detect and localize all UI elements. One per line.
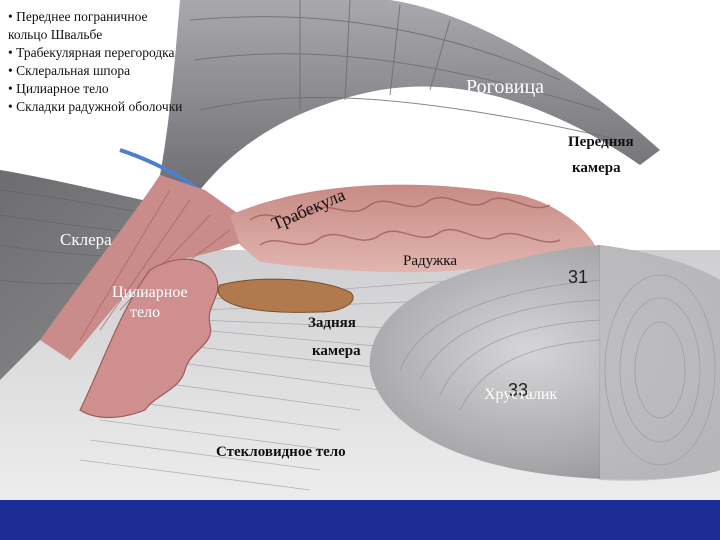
label-lens: Хрусталик	[484, 386, 558, 403]
list-item: • Цилиарное тело	[8, 81, 109, 96]
cornea	[160, 0, 660, 190]
list-item: • Переднее пограничное кольцо Швальбе	[8, 9, 148, 42]
label-vitreous: Стекловидное тело	[216, 444, 346, 460]
structure-list: • Переднее пограничное кольцо Швальбе • …	[8, 8, 188, 116]
figure-number-33: 33	[508, 380, 529, 400]
trabecular-meshwork	[40, 175, 250, 360]
label-posterior-line2: камера	[312, 343, 361, 359]
label-ciliary-line1: Цилиарное	[112, 284, 188, 301]
list-item: • Склеральная шпора	[8, 63, 131, 78]
label-sclera: Склера	[60, 230, 112, 249]
label-anterior-chamber-line1: Передняя	[568, 134, 634, 150]
label-anterior-chamber-line2: камера	[572, 160, 621, 176]
label-posterior-line1: Задняя	[308, 315, 356, 331]
svg-text:Трабекула: Трабекула	[270, 184, 348, 233]
cornea-texture	[189, 0, 621, 141]
ciliary-body	[79, 258, 219, 419]
lens-front-rings	[604, 274, 716, 466]
label-ciliary-line2: тело	[130, 304, 161, 321]
iris	[230, 184, 600, 273]
list-item: • Трабекулярная перегородка	[8, 45, 175, 60]
label-trabecula: Трабекула	[270, 184, 348, 233]
lens-front-face	[600, 245, 720, 481]
ciliary-process	[217, 278, 354, 313]
label-trabecula-text: Трабекула	[270, 184, 348, 233]
label-cornea: Роговица	[466, 76, 545, 98]
bottom-bar	[0, 500, 720, 540]
eye-anatomy-illustration	[0, 0, 720, 500]
label-iris: Радужка	[403, 253, 458, 269]
iris-folds	[249, 196, 561, 246]
list-item: • Складки радужной оболочки	[8, 99, 183, 114]
figure-number-31: 31	[568, 267, 589, 287]
